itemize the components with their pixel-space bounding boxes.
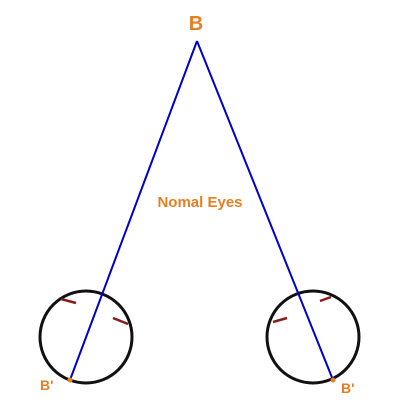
left-retina-point — [67, 377, 73, 383]
left-sight-line — [69, 40, 198, 381]
right-image-point-label: B' — [341, 380, 354, 396]
right-eye — [265, 289, 361, 385]
caption-label: Nomal Eyes — [157, 194, 242, 211]
right-retina-point — [330, 377, 336, 383]
right-sight-line — [196, 40, 334, 381]
point-b-label: B — [189, 13, 203, 35]
left-eye-mark-lower — [112, 316, 129, 326]
left-image-point-label: B' — [40, 377, 53, 393]
left-eye-mark-upper — [60, 297, 77, 305]
right-eye-mark-upper — [319, 295, 332, 303]
left-eye — [38, 289, 134, 385]
right-eye-mark-lower — [272, 316, 288, 324]
